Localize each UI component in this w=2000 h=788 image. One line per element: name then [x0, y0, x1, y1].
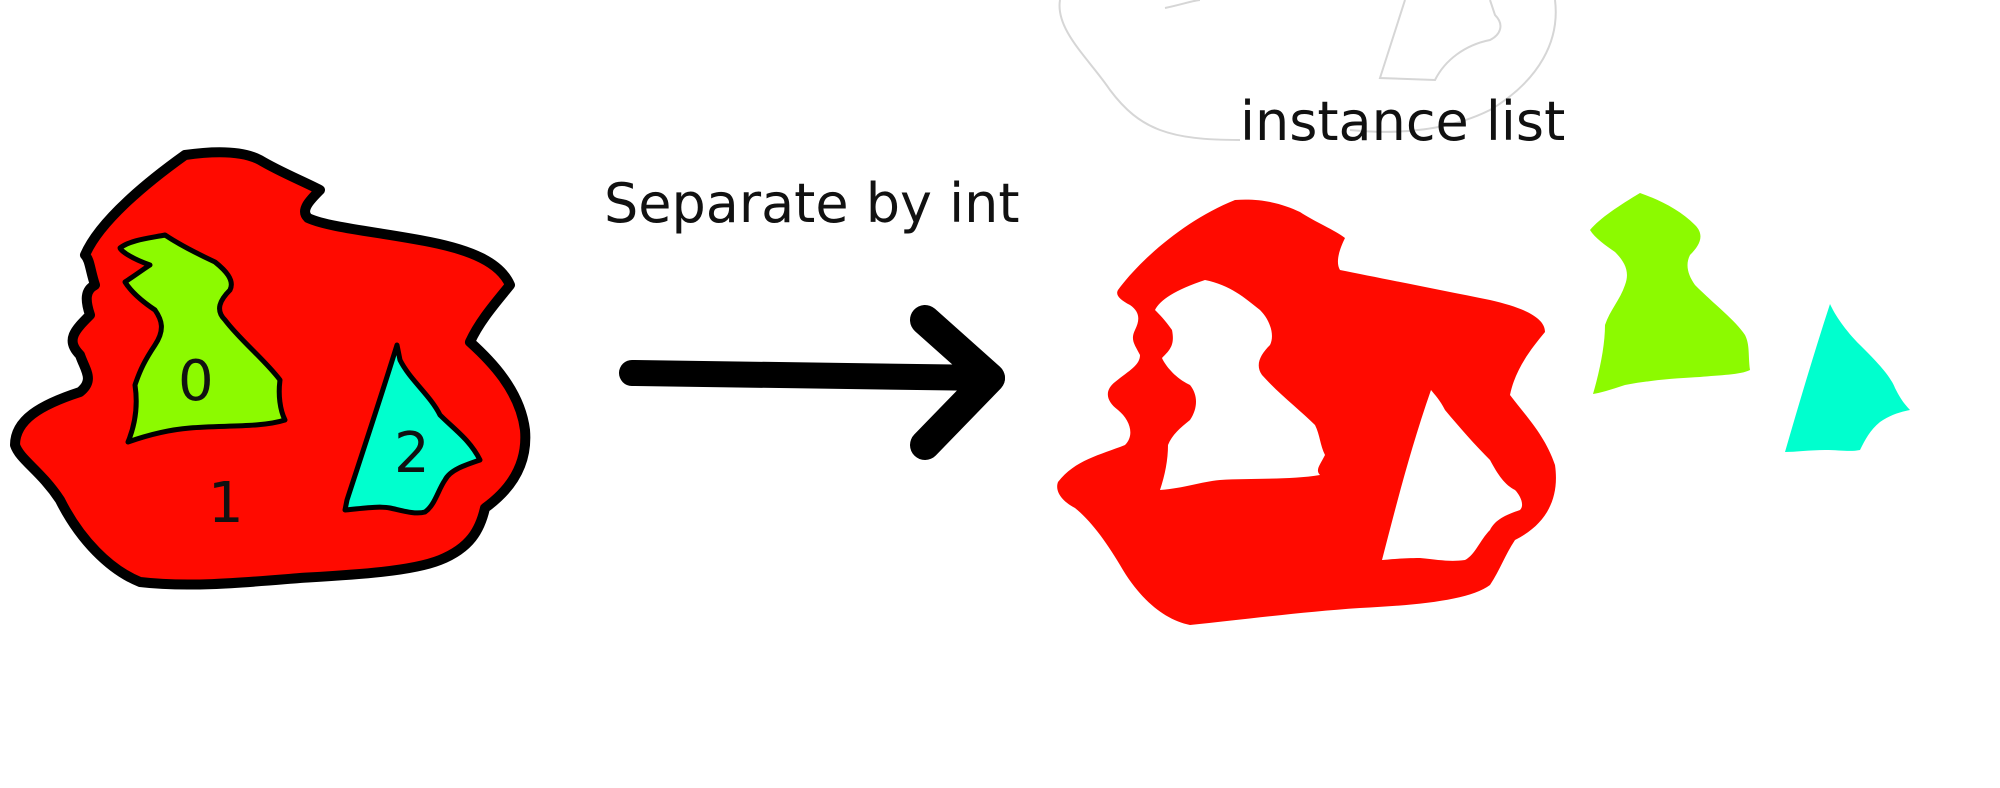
ghost-sketch [1058, 0, 1557, 141]
arrow-shaft [619, 360, 1005, 391]
ghost-curve-right [1349, 0, 1557, 133]
label-one: 1 [208, 471, 244, 536]
instance-green [1590, 193, 1750, 394]
ghost-tick [1164, 0, 1201, 9]
label-zero: 0 [178, 349, 214, 414]
arrow-head [910, 305, 1005, 460]
separate-caption: Separate by int [604, 172, 1020, 235]
labeled-mask: 0 1 2 [10, 147, 531, 590]
ghost-shape [1378, 0, 1502, 82]
right-arrow-icon [619, 305, 1005, 460]
region-cyan [342, 342, 483, 516]
instance-red-body [1057, 199, 1556, 625]
label-two: 2 [394, 421, 430, 486]
instance-list-caption: instance list [1240, 90, 1565, 153]
instance-cyan [1785, 304, 1910, 452]
instance-red [1057, 199, 1556, 625]
region-green [117, 232, 288, 445]
ghost-curve-left [1058, 0, 1241, 141]
